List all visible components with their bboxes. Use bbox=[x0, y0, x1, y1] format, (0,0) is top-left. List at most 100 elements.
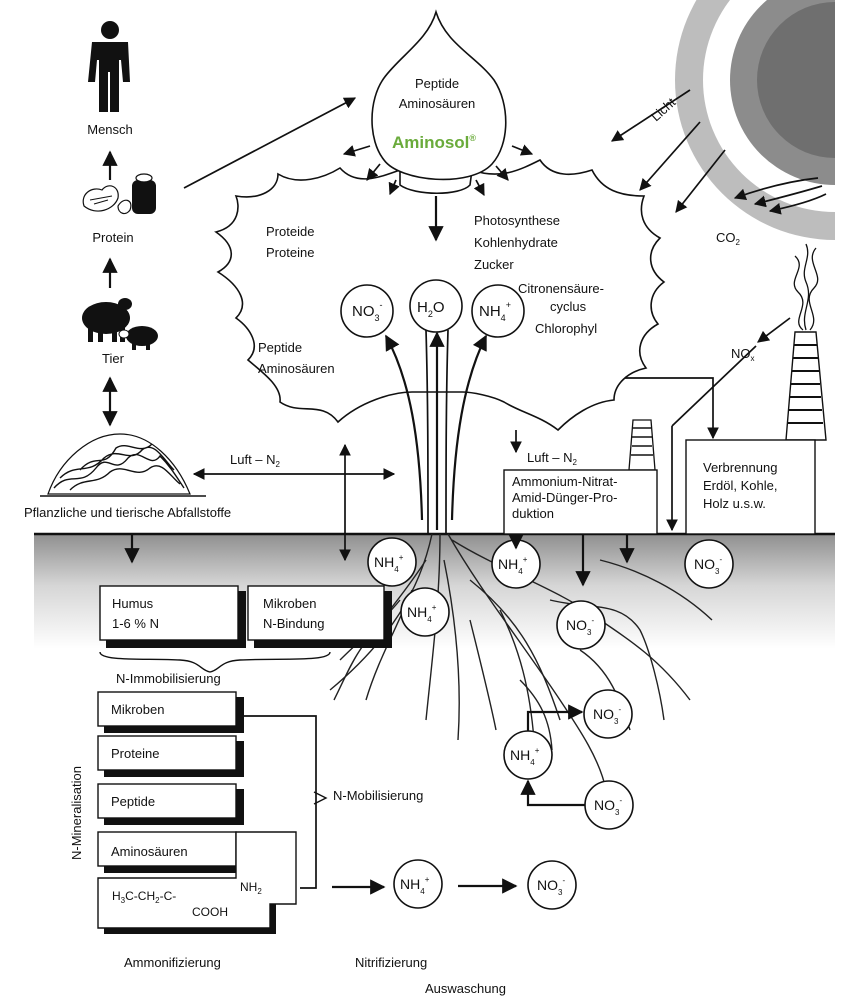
svg-text:Peptide: Peptide bbox=[111, 794, 155, 809]
svg-text:NH4+: NH4+ bbox=[400, 875, 430, 896]
svg-text:Mikroben: Mikroben bbox=[111, 702, 164, 717]
svg-text:COOH: COOH bbox=[192, 905, 228, 919]
svg-text:Mikroben: Mikroben bbox=[263, 596, 316, 611]
no3-soil-c: NO3- bbox=[583, 689, 633, 739]
leaf-combustion-arrow bbox=[606, 377, 719, 440]
leaf-right-l5: cyclus bbox=[550, 299, 587, 314]
drop-line1: Peptide bbox=[415, 76, 459, 91]
box-formula: H3C-CH2-C- NH2 COOH bbox=[97, 831, 297, 934]
mobilization-tick bbox=[313, 791, 328, 805]
svg-text:1-6 % N: 1-6 % N bbox=[112, 616, 159, 631]
no3-bottom: NO3- bbox=[527, 860, 577, 910]
animal-icon bbox=[82, 298, 158, 350]
chimney-icon bbox=[785, 243, 827, 441]
nh4-bottom: NH4+ bbox=[393, 859, 443, 909]
aminosol-brand: Aminosol® bbox=[392, 133, 476, 152]
industry-chimney-icon bbox=[628, 419, 656, 471]
air-right-label: Luft – N2 bbox=[527, 450, 578, 467]
humus-box: Humus 1-6 % N bbox=[99, 585, 246, 648]
mobilization-label: N-Mobilisierung bbox=[333, 788, 423, 803]
sun-icon bbox=[675, 0, 846, 240]
drop-arrows bbox=[342, 144, 534, 242]
leaf-right-l6: Chlorophyl bbox=[535, 321, 597, 336]
box-peptide: Peptide bbox=[97, 783, 244, 825]
combustion-box bbox=[685, 439, 816, 535]
microbes-binding-box: Mikroben N-Bindung bbox=[247, 585, 392, 648]
animal-label: Tier bbox=[102, 351, 125, 366]
box-mikroben: Mikroben bbox=[97, 691, 244, 733]
svg-text:Proteine: Proteine bbox=[111, 746, 159, 761]
leaf-right-l4: Citronensäure- bbox=[518, 281, 604, 296]
air-left-label: Luft – N2 bbox=[230, 452, 281, 469]
svg-text:NH4+: NH4+ bbox=[479, 300, 511, 323]
svg-text:NO3-: NO3- bbox=[566, 616, 594, 637]
combustion-l2: Erdöl, Kohle, bbox=[703, 478, 777, 493]
svg-text:N-Bindung: N-Bindung bbox=[263, 616, 324, 631]
svg-text:NH2: NH2 bbox=[240, 880, 262, 896]
leaching-label: Auswaschung bbox=[425, 981, 506, 996]
industry-box bbox=[503, 469, 658, 535]
leaf-left-l2: Proteine bbox=[266, 245, 314, 260]
box-aminosaeuren: Aminosäuren bbox=[97, 831, 244, 873]
protein-label: Protein bbox=[92, 230, 133, 245]
combustion-l3: Holz u.s.w. bbox=[703, 496, 766, 511]
industry-l1: Ammonium-Nitrat- bbox=[512, 474, 617, 489]
waste-label: Pflanzliche und tierische Abfallstoffe bbox=[24, 505, 231, 520]
protein-drop-arrow bbox=[183, 97, 357, 189]
tree-trunk bbox=[385, 329, 487, 535]
svg-text:NO3-: NO3- bbox=[593, 705, 621, 726]
co2-arrows bbox=[733, 177, 827, 215]
leaf-right-l2: Kohlenhydrate bbox=[474, 235, 558, 250]
box-proteine: Proteine bbox=[97, 735, 244, 777]
nh4-soil-d: NH4+ bbox=[503, 730, 553, 780]
svg-text:NO3-: NO3- bbox=[694, 555, 722, 576]
waste-pile-icon bbox=[40, 433, 206, 497]
svg-text:NH4+: NH4+ bbox=[510, 746, 540, 767]
immobilization-brace bbox=[99, 651, 331, 673]
svg-text:NH4+: NH4+ bbox=[374, 553, 404, 574]
svg-text:H3C-CH2-C-: H3C-CH2-C- bbox=[112, 889, 176, 905]
nitrification-arrow-up bbox=[526, 704, 584, 731]
nitrification-label: Nitrifizierung bbox=[355, 955, 427, 970]
no3-soil-d: NO3- bbox=[584, 780, 634, 830]
co2-label: CO2 bbox=[716, 230, 741, 247]
no3-canopy: NO3- bbox=[340, 284, 394, 338]
no3-soil-b: NO3- bbox=[684, 539, 734, 589]
industry-l3: duktion bbox=[512, 506, 554, 521]
aminosol-drop bbox=[371, 9, 507, 181]
svg-text:Humus: Humus bbox=[112, 596, 154, 611]
industry-l2: Amid-Dünger-Pro- bbox=[512, 490, 617, 505]
svg-text:NO3-: NO3- bbox=[594, 796, 622, 817]
light-label: Licht bbox=[648, 94, 679, 124]
nh4-canopy: NH4+ bbox=[471, 284, 525, 338]
no3-soil-a: NO3- bbox=[556, 600, 606, 650]
nox-arrow bbox=[757, 317, 791, 343]
combustion-l1: Verbrennung bbox=[703, 460, 777, 475]
svg-text:NO3-: NO3- bbox=[537, 876, 565, 897]
leaf-right-l1: Photosynthese bbox=[474, 213, 560, 228]
svg-text:NH4+: NH4+ bbox=[498, 555, 528, 576]
h2o-canopy: H2O bbox=[409, 279, 463, 333]
no3-nh4-arrow bbox=[520, 779, 585, 807]
human-label: Mensch bbox=[87, 122, 133, 137]
leaf-left-l1: Proteide bbox=[266, 224, 314, 239]
nh4-soil-a: NH4+ bbox=[367, 537, 417, 587]
light-arrows bbox=[611, 89, 726, 213]
ammonification-label: Ammonifizierung bbox=[124, 955, 221, 970]
svg-text:NH4+: NH4+ bbox=[407, 603, 437, 624]
nh4-soil-b: NH4+ bbox=[400, 587, 450, 637]
protein-icon bbox=[82, 173, 156, 215]
svg-text:H2O: H2O bbox=[417, 299, 445, 319]
nox-line bbox=[671, 345, 757, 427]
mobilization-bracket bbox=[244, 715, 317, 889]
immobilization-label: N-Immobilisierung bbox=[116, 671, 221, 686]
mineralization-label: N-Mineralisation bbox=[69, 766, 84, 860]
leaf-left-l4: Aminosäuren bbox=[258, 361, 335, 376]
nh4-soil-c: NH4+ bbox=[491, 539, 541, 589]
svg-text:NO3-: NO3- bbox=[352, 300, 383, 323]
drop-line2: Aminosäuren bbox=[399, 96, 476, 111]
nox-label: NOx bbox=[731, 346, 755, 363]
svg-text:Aminosäuren: Aminosäuren bbox=[111, 844, 188, 859]
